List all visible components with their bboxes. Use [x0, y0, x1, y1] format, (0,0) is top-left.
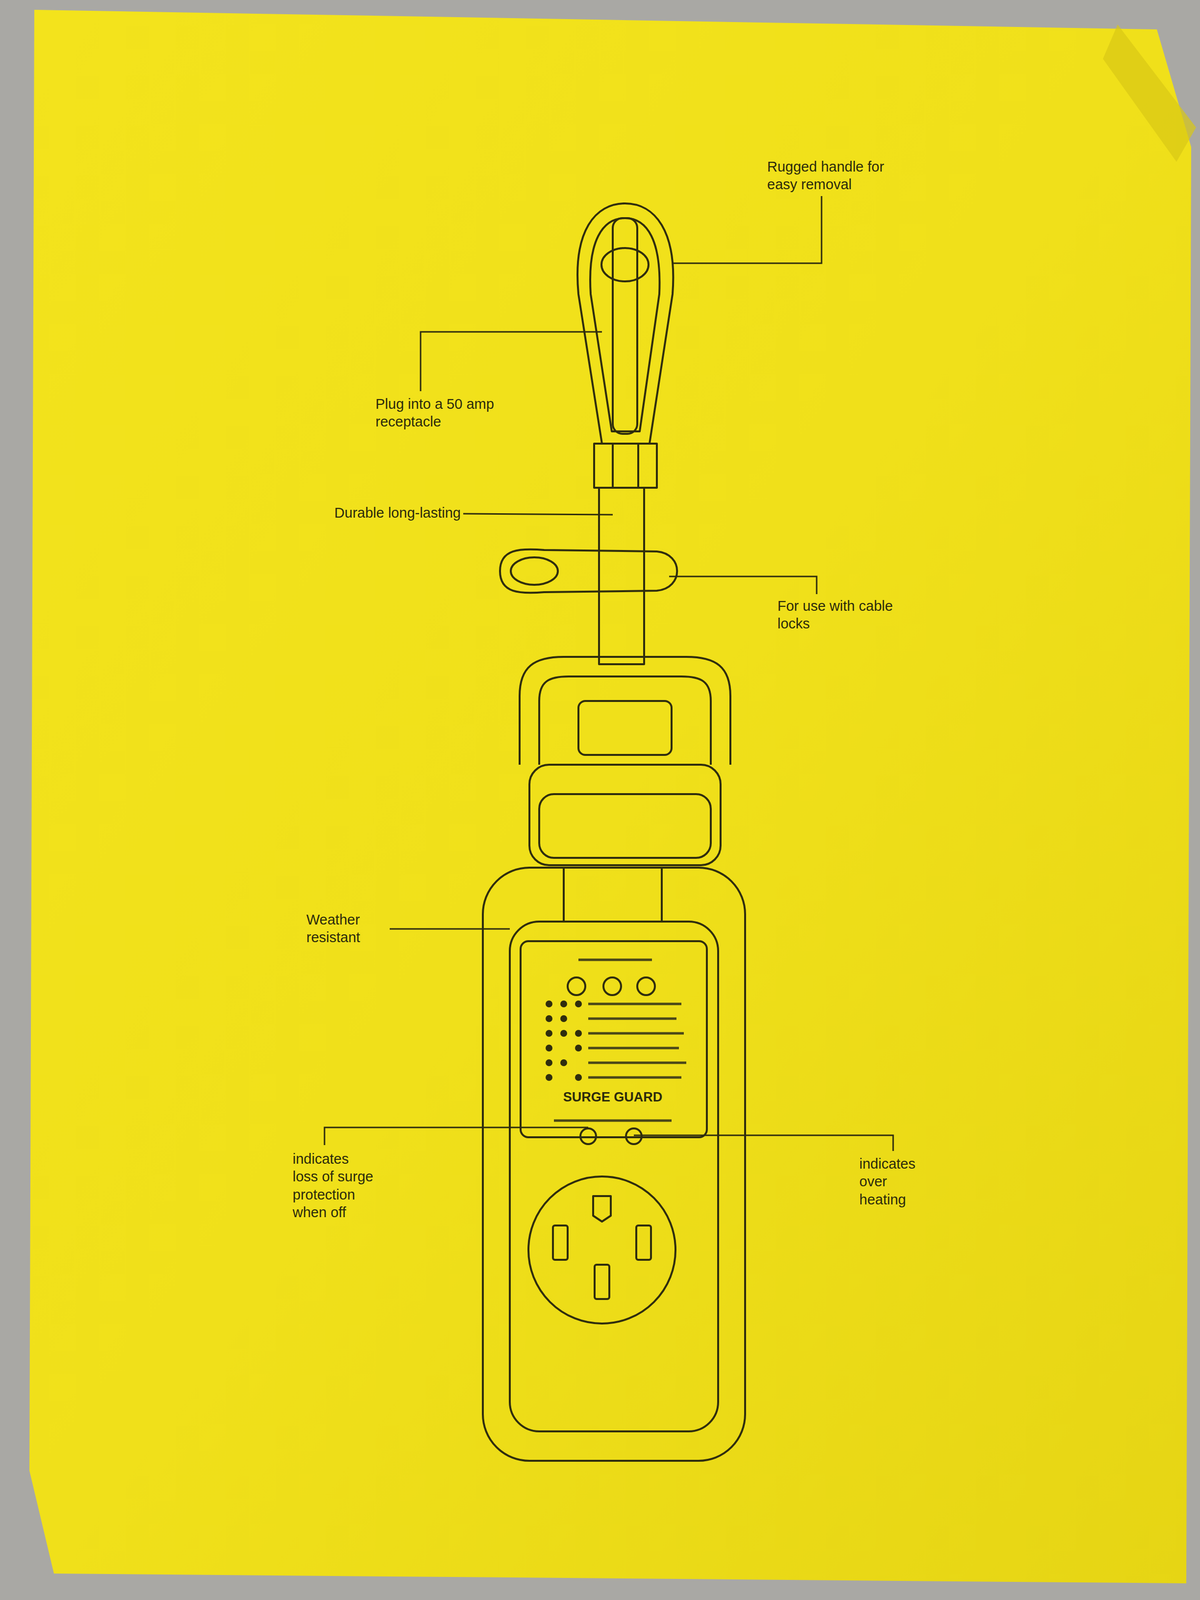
surge-guard-drawing: [482, 203, 746, 1461]
callout-label: For use with cable locks: [777, 597, 896, 633]
callout-label: indicates loss of surge protection when …: [292, 1150, 376, 1222]
callout-label: Durable long-lasting: [274, 503, 461, 522]
callout-label: Weather resistant: [306, 910, 385, 947]
indicator-dots: [545, 1000, 582, 1081]
torn-corner: [1102, 24, 1197, 162]
leader-lines: [324, 196, 894, 1151]
device-brand: SURGE GUARD: [529, 1089, 697, 1106]
callout-label: Plug into a 50 amp receptacle: [375, 395, 503, 431]
yellow-box: [29, 9, 1192, 1584]
callout-label: Rugged handle for easy removal: [767, 157, 915, 194]
callout-label: indicates over heating: [859, 1154, 933, 1209]
